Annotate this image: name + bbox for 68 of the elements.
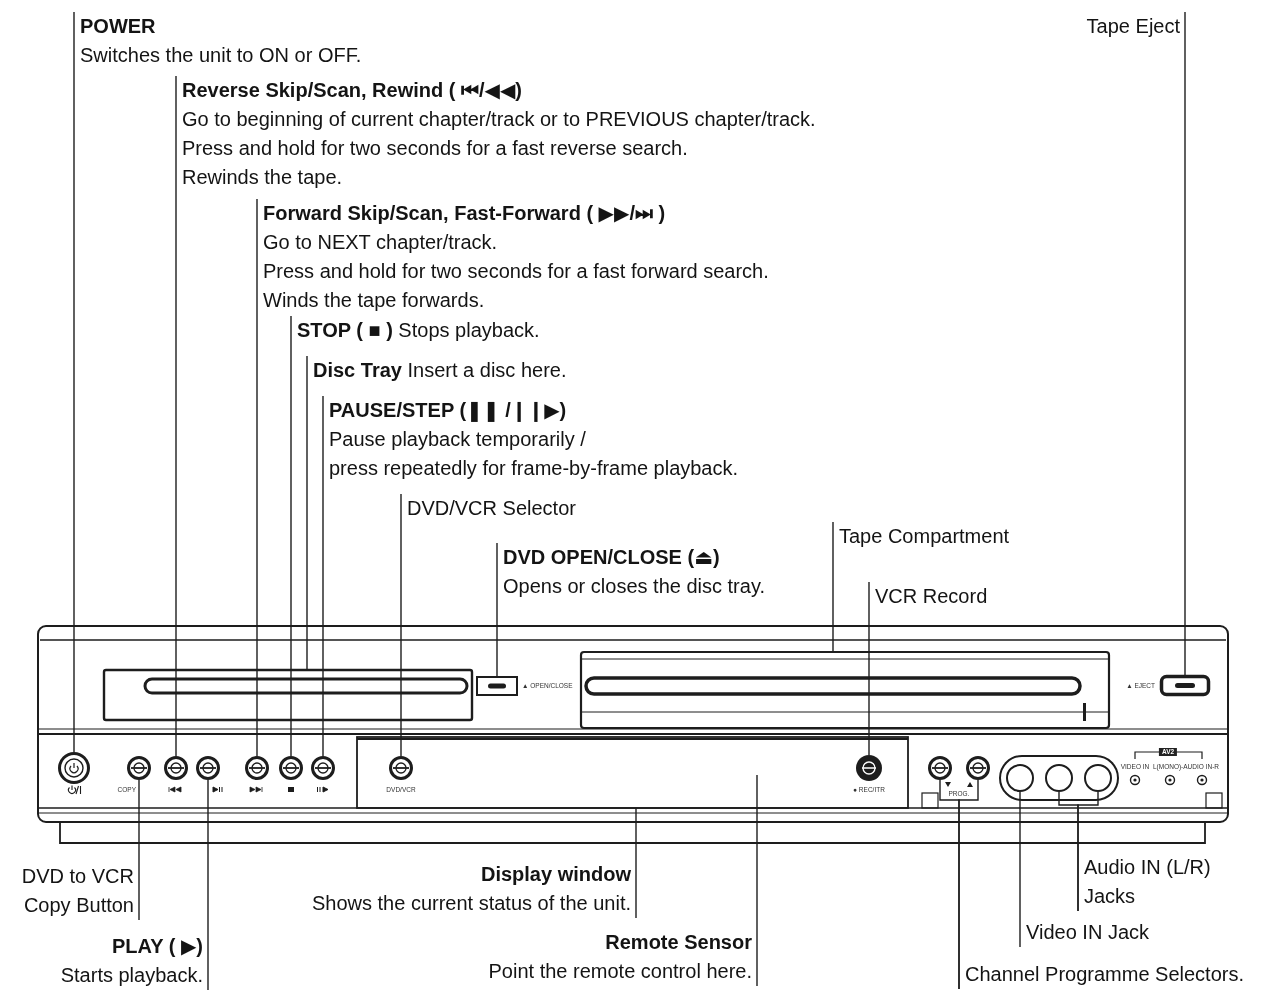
pause-button [311,756,335,780]
rewind-button [164,756,188,780]
audio-input-jack [1045,764,1073,792]
fast-forward-button [245,756,269,780]
callout-label: Disc Tray Insert a disc here. [307,356,567,385]
callout-label: VCR Record [869,582,988,611]
leader-line [138,779,140,921]
leader-line [1184,11,1186,676]
stop-button [279,756,303,780]
copy-button [127,756,151,780]
callout-text: Press and hold for two seconds for a fast reverse search. [182,136,688,161]
callout-heading: Forward Skip/Scan, Fast-Forward ( ▶▶/⏭ ) [263,201,666,226]
audio-input-jack [1084,764,1112,792]
callout-text: Starts playback. [60,963,203,988]
leader-line [1077,791,1099,912]
callout-text: Switches the unit to ON or OFF. [80,43,362,68]
leader-line [256,198,258,757]
power-button [58,752,90,784]
callout-heading: DVD OPEN/CLOSE (⏏) [503,545,720,570]
disc-tray [102,668,474,722]
callout-heading: Reverse Skip/Scan, Rewind ( ⏮/◀◀) [182,78,522,103]
leader-line [958,779,979,990]
leader-line [635,807,637,919]
leader-line [1019,791,1021,948]
callout-text: Winds the tape forwards. [263,288,485,313]
eject-button [1159,674,1211,697]
callout-text: press repeatedly for frame-by-frame playback. [329,456,739,481]
callout-label: STOP ( ■ ) Stops playback. [291,316,540,345]
play-button [196,756,220,780]
channel-down-button [928,756,952,780]
callout-text: Point the remote control here. [488,959,752,984]
leader-line [756,774,758,987]
callout-heading: POWER [80,14,156,39]
leader-line [322,395,324,757]
selector-button [389,756,413,780]
channel-up-button [966,756,990,780]
callout-label: Channel Programme Selectors. [959,960,1244,989]
leader-line [832,521,834,652]
leader-line [496,542,498,677]
callout-label: Tape Eject [1086,12,1185,41]
open-close-button [476,676,518,696]
callout-text: Go to NEXT chapter/track. [263,230,498,255]
callout-label: DVD to VCR Copy Button [16,862,139,920]
leader-line [175,75,177,757]
leader-line [306,355,308,671]
leader-line [207,779,209,991]
leader-line [400,493,402,757]
leader-line [868,581,870,756]
callout-text: Pause playback temporarily / [329,427,586,452]
display-window [356,736,909,809]
callout-text: Opens or closes the disc tray. [503,574,765,599]
record-button [856,755,882,781]
leader-line [290,315,292,757]
callout-text: Go to beginning of current chapter/track or to PREVIOUS chapter/track. [182,107,816,132]
video-input-jack [1006,764,1034,792]
callout-heading: Remote Sensor [605,930,752,955]
leader-line [73,11,75,753]
callout-text: Press and hold for two seconds for a fast forward search. [263,259,769,284]
callout-heading: PAUSE/STEP (❚❚ /❙❙▶) [329,398,567,424]
callout-label: Video IN Jack [1020,918,1150,947]
callout-heading: Display window [480,862,631,887]
callout-heading: PLAY ( ▶) [112,934,203,959]
callout-text: Rewinds the tape. [182,165,343,190]
callout-label: Audio IN (L/R) Jacks [1078,853,1226,911]
callout-label: DVD/VCR Selector [401,494,576,523]
callout-label: Tape Compartment [833,522,1010,551]
callout-text: Shows the current status of the unit. [311,891,631,916]
tape-compartment [579,650,1111,730]
